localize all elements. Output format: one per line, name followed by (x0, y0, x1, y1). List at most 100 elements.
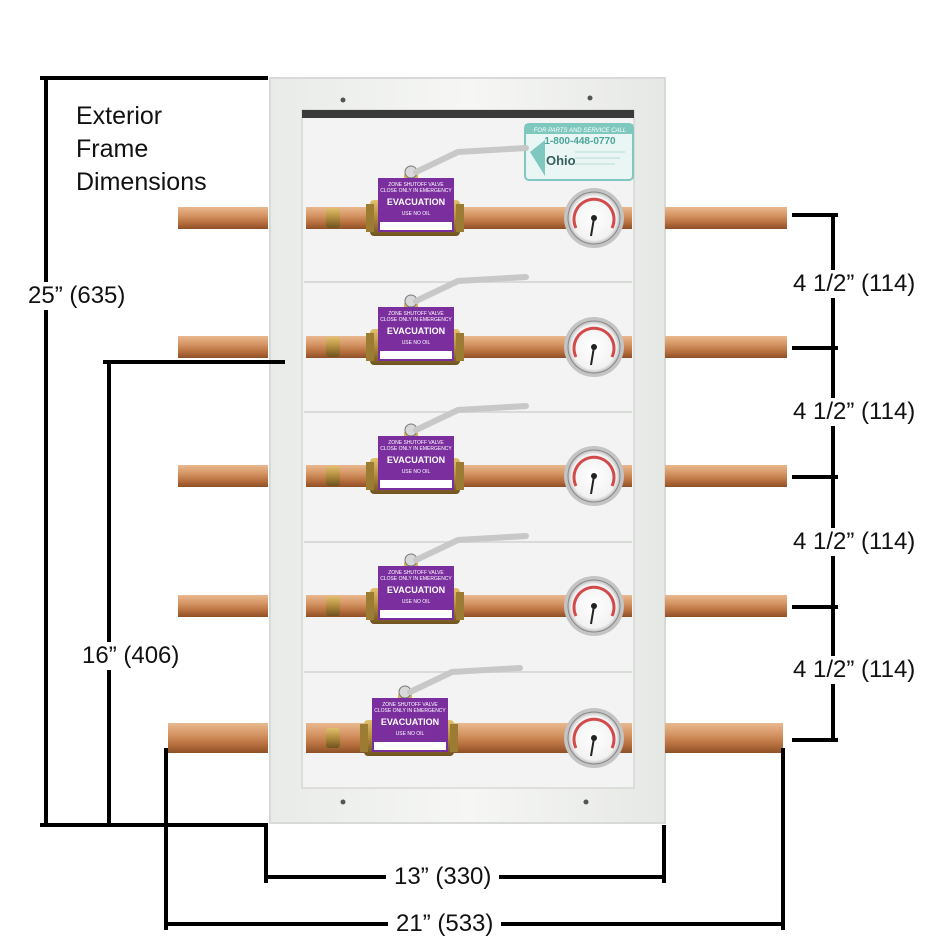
valve-nut-icon (366, 462, 374, 490)
valve-handle-icon (413, 533, 529, 563)
screw (587, 95, 593, 101)
valve-label-line-2: CLOSE ONLY IN EMERGENCY (380, 317, 452, 323)
brass-fitting-icon (326, 596, 340, 616)
gauge-needle-icon (590, 475, 595, 495)
gauge-scale-icon (572, 326, 616, 358)
valve-nut-icon (450, 724, 458, 752)
pipe-right-external (665, 595, 787, 617)
gauge-needle-icon (590, 605, 595, 625)
screw (583, 799, 589, 805)
valve-label-line-3: USE NO OIL (396, 731, 425, 737)
dim-label-spacing-3: 4 1/2” (114) (793, 528, 916, 556)
valve-label-main: EVACUATION (387, 455, 445, 465)
pipe-right-external (665, 723, 783, 753)
valve-nut-icon (456, 592, 464, 620)
gauge-pivot-icon (591, 735, 597, 741)
valve-nut-icon (456, 462, 464, 490)
pipe-left-external (178, 595, 268, 617)
pipe-right-external (665, 207, 787, 229)
valve-label-main: EVACUATION (387, 326, 445, 336)
dim-label-spacing-2: 4 1/2” (114) (793, 398, 916, 426)
valve-label-line-2: CLOSE ONLY IN EMERGENCY (374, 708, 446, 714)
valve-label-line-3: USE NO OIL (402, 340, 431, 346)
service-label: FOR PARTS AND SERVICE CALL 1-800-448-077… (524, 123, 634, 181)
brass-fitting-icon (326, 466, 340, 486)
valve-handle-icon (413, 403, 529, 433)
brass-fitting-icon (326, 208, 340, 228)
brass-fitting-icon (326, 337, 340, 357)
valve-label-tag (380, 351, 452, 359)
gauge-scale-icon (572, 455, 616, 487)
valve-nut-icon (366, 333, 374, 361)
dim-label-spacing-1: 4 1/2” (114) (793, 270, 916, 298)
title-line-2: Frame (76, 135, 149, 163)
valve-label-line-1: ZONE SHUTOFF VALVE (382, 702, 438, 708)
valve-label-main: EVACUATION (387, 197, 445, 207)
gauge-scale-icon (572, 585, 616, 617)
dim-label-overall-width: 21” (533) (388, 910, 502, 938)
service-header: FOR PARTS AND SERVICE CALL (534, 128, 626, 134)
service-brand: Ohio (546, 153, 576, 168)
valve-label-main: EVACUATION (381, 717, 439, 727)
ohio-logo-icon (530, 140, 545, 176)
dim-label-overall-height: 25” (635) (28, 282, 126, 310)
pipe-left-external (178, 465, 268, 487)
valve-label-line-1: ZONE SHUTOFF VALVE (388, 311, 444, 317)
valve-label-tag (380, 480, 452, 488)
valve-nut-icon (360, 724, 368, 752)
valve-label-tag (374, 742, 446, 750)
valve-handle-icon (413, 274, 529, 304)
valve-label-tag (380, 610, 452, 618)
dimension-lines (40, 76, 838, 930)
inner-box-top-edge (302, 110, 634, 118)
service-phone: 1-800-448-0770 (544, 136, 616, 147)
screw (340, 799, 346, 805)
valve-label-tag (380, 222, 452, 230)
valve-label-line-3: USE NO OIL (402, 211, 431, 217)
pipe-left-external (168, 723, 268, 753)
valve-nut-icon (456, 204, 464, 232)
gauge-scale-icon (572, 197, 616, 229)
screw (340, 97, 346, 103)
brass-fitting-icon (326, 728, 340, 748)
valve-nut-icon (366, 592, 374, 620)
valve-nut-icon (366, 204, 374, 232)
title-line-3: Dimensions (76, 168, 207, 196)
valve-label-line-3: USE NO OIL (402, 599, 431, 605)
gauge-needle-icon (590, 737, 595, 757)
valve-handle-icon (407, 665, 523, 695)
pipe-right-external (665, 465, 787, 487)
gauge-pivot-icon (591, 473, 597, 479)
dim-label-frame-width: 13” (330) (386, 863, 500, 891)
valve-handle-icon (413, 145, 529, 175)
valve-label-line-3: USE NO OIL (402, 469, 431, 475)
pipe-left-external (178, 336, 268, 358)
dim-label-pipe-span-height: 16” (406) (82, 642, 180, 670)
gauge-pivot-icon (591, 344, 597, 350)
gauge-needle-icon (590, 346, 595, 366)
valve-label-line-2: CLOSE ONLY IN EMERGENCY (380, 446, 452, 452)
valve-label-line-1: ZONE SHUTOFF VALVE (388, 570, 444, 576)
gauge-needle-icon (590, 217, 595, 237)
gauge-pivot-icon (591, 603, 597, 609)
title-line-1: Exterior (76, 102, 163, 130)
gauge-scale-icon (572, 717, 616, 749)
dim-label-spacing-4: 4 1/2” (114) (793, 656, 916, 684)
pipe-right-external (665, 336, 787, 358)
valve-label-line-2: CLOSE ONLY IN EMERGENCY (380, 188, 452, 194)
valve-label-line-2: CLOSE ONLY IN EMERGENCY (380, 576, 452, 582)
gauge-pivot-icon (591, 215, 597, 221)
valve-label-line-1: ZONE SHUTOFF VALVE (388, 182, 444, 188)
title-block: Exterior Frame Dimensions (76, 100, 207, 199)
pipe-left-external (178, 207, 268, 229)
valve-label-main: EVACUATION (387, 585, 445, 595)
valve-nut-icon (456, 333, 464, 361)
valve-label-line-1: ZONE SHUTOFF VALVE (388, 440, 444, 446)
